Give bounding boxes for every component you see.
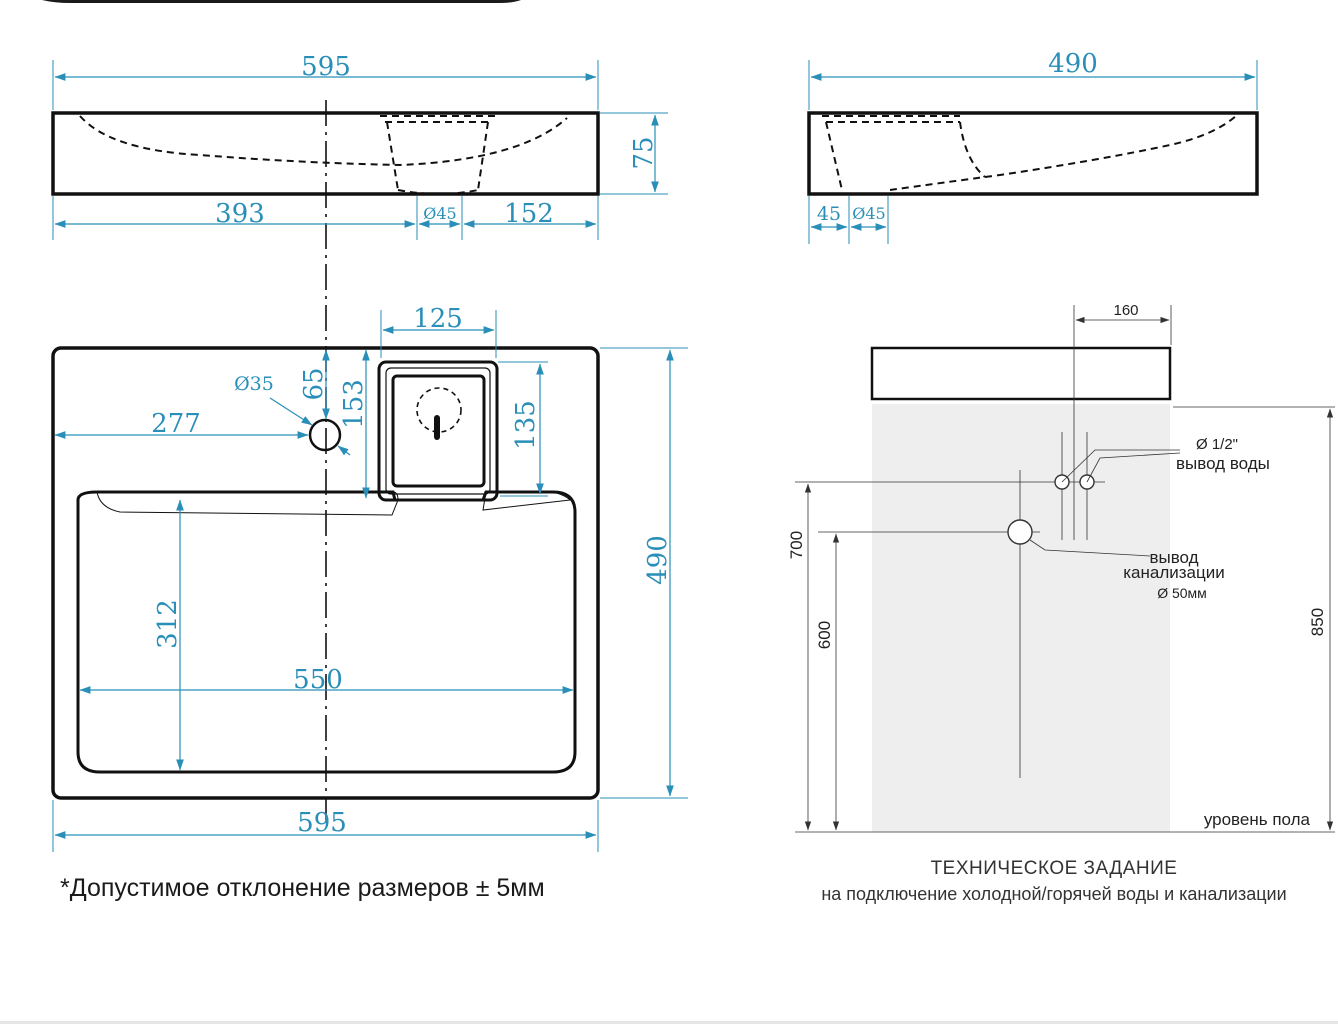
dim-left-to-drain: 393 (215, 199, 265, 229)
dim-tap-hole-leader-2 (337, 445, 351, 456)
tap-box-outer (377, 360, 499, 502)
tap-hole (308, 418, 342, 452)
bowl-rim-left (96, 491, 399, 516)
side-bowl-hidden-line (822, 114, 1238, 191)
sink-profile (870, 346, 1172, 401)
dim-pipe-spacing: 160 (1113, 302, 1138, 319)
dim-drain-to-right: 152 (504, 199, 554, 229)
side-view: 490 45 Ø45 (807, 49, 1259, 244)
bowl-rim-right (482, 491, 572, 511)
front-bowl-hidden-line (79, 115, 568, 167)
tap-box-inner (391, 374, 486, 488)
sewer-label-line1: вывод (1149, 548, 1198, 567)
dim-side-drain-diameter: Ø45 (852, 204, 885, 223)
dim-front-width: 595 (301, 52, 351, 82)
water-label-text: вывод воды (1176, 454, 1270, 473)
tech-spec-subtitle: на подключение холодной/горячей воды и к… (821, 884, 1287, 904)
water-leader (1086, 452, 1181, 483)
dim-side-depth: 490 (1048, 49, 1098, 79)
sewer-label-diameter: Ø 50мм (1157, 585, 1207, 601)
dim-tap-box-width: 125 (413, 304, 463, 334)
floor-label: уровень пола (1204, 810, 1311, 829)
sewer-outlet (1007, 519, 1033, 545)
front-view: 595 75 393 Ø45 152 (51, 52, 668, 820)
top-view-outline (51, 346, 600, 800)
sewer-leader (1029, 539, 1151, 557)
dim-tap-hole-leader (269, 397, 313, 426)
dim-box-depth: 153 (339, 379, 369, 429)
top-view: 125 65 Ø35 277 153 135 312 550 490 595 (51, 304, 688, 852)
dim-water-height: 700 (787, 531, 806, 559)
dim-bowl-depth: 312 (153, 599, 183, 649)
dim-tap-hole-diameter: Ø35 (234, 373, 274, 395)
sewer-label-line2: канализации (1123, 563, 1225, 582)
wall-area (872, 404, 1170, 832)
dim-total-height: 850 (1308, 608, 1327, 636)
tech-spec-caption: ТЕХНИЧЕСКОЕ ЗАДАНИЕ на подключение холод… (760, 858, 1338, 905)
dim-tap-from-back: 65 (299, 367, 329, 400)
dim-total-depth: 490 (643, 535, 673, 585)
dim-inner-box-depth: 135 (511, 400, 541, 450)
bowl-outline (76, 490, 577, 774)
bottom-divider (0, 1021, 1338, 1024)
dim-bowl-width: 550 (293, 665, 343, 695)
dim-side-offset: 45 (817, 203, 841, 225)
dim-drain-diameter: Ø45 (423, 204, 456, 223)
install-scheme: 160 Ø 1/2" вывод воды вывод канализации … (787, 302, 1335, 833)
tolerance-footnote: *Допустимое отклонение размеров ± 5мм (60, 874, 545, 902)
water-label-diameter: Ø 1/2" (1196, 436, 1238, 453)
side-view-outline (807, 111, 1259, 196)
dim-front-height: 75 (629, 136, 659, 169)
top-edge-fragment (42, 0, 521, 3)
dim-sewer-height: 600 (815, 621, 834, 649)
dim-tap-from-left: 277 (151, 409, 201, 439)
tap-box-mid (385, 367, 491, 495)
dim-bottom-width: 595 (297, 808, 347, 838)
tech-spec-title: ТЕХНИЧЕСКОЕ ЗАДАНИЕ (930, 858, 1178, 879)
front-drain-hidden-line (380, 115, 497, 195)
tap-circle (416, 387, 462, 433)
water-leader (1061, 449, 1180, 483)
